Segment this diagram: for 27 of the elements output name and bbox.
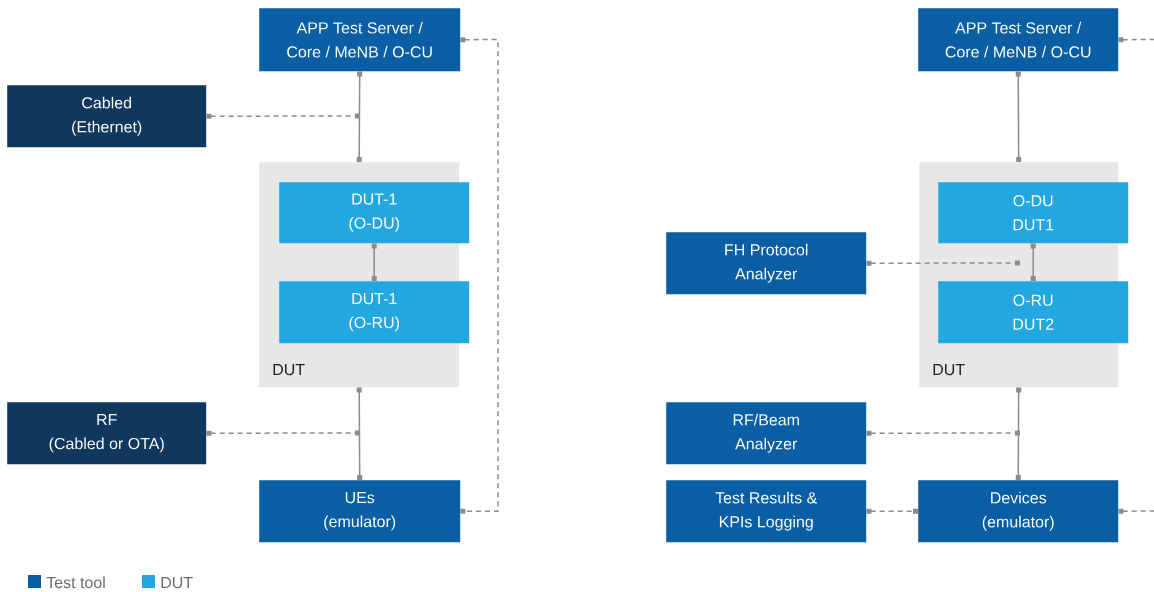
test-tool-box: UEs (emulator)	[259, 480, 461, 543]
link-box: Cabled (Ethernet)	[7, 85, 207, 148]
test-tool-box: Test Results & KPIs Logging	[666, 480, 867, 543]
connector-line	[356, 71, 363, 162]
dut-box: DUT-1 (O-DU)	[279, 182, 470, 244]
connector-line	[1015, 71, 1022, 162]
test-tool-box: Devices (emulator)	[918, 480, 1119, 543]
test-tool-box: APP Test Server / Core / MeNB / O-CU	[918, 8, 1119, 72]
dashed-connector	[206, 113, 360, 119]
dashed-connector	[1118, 37, 1154, 43]
dashed-connector	[866, 508, 918, 514]
dut-box: O-DU DUT1	[938, 182, 1129, 244]
test-tool-box: RF/Beam Analyzer	[666, 402, 867, 465]
test-tool-box: APP Test Server / Core / MeNB / O-CU	[259, 8, 461, 72]
dashed-connector	[866, 260, 1020, 266]
connector-line	[1030, 243, 1036, 281]
legend-label: Test tool	[46, 576, 105, 589]
dashed-connector	[1118, 508, 1154, 514]
link-box: RF (Cabled or OTA)	[7, 402, 207, 465]
test-tool-box: FH Protocol Analyzer	[666, 232, 867, 295]
dut-box: O-RU DUT2	[938, 281, 1129, 344]
dashed-connector	[206, 430, 360, 436]
connector-line	[371, 243, 377, 281]
dashed-connector	[866, 430, 1020, 436]
dashed-connector	[460, 37, 499, 514]
dut-box: DUT-1 (O-RU)	[279, 281, 470, 344]
legend-label: DUT	[161, 577, 193, 589]
